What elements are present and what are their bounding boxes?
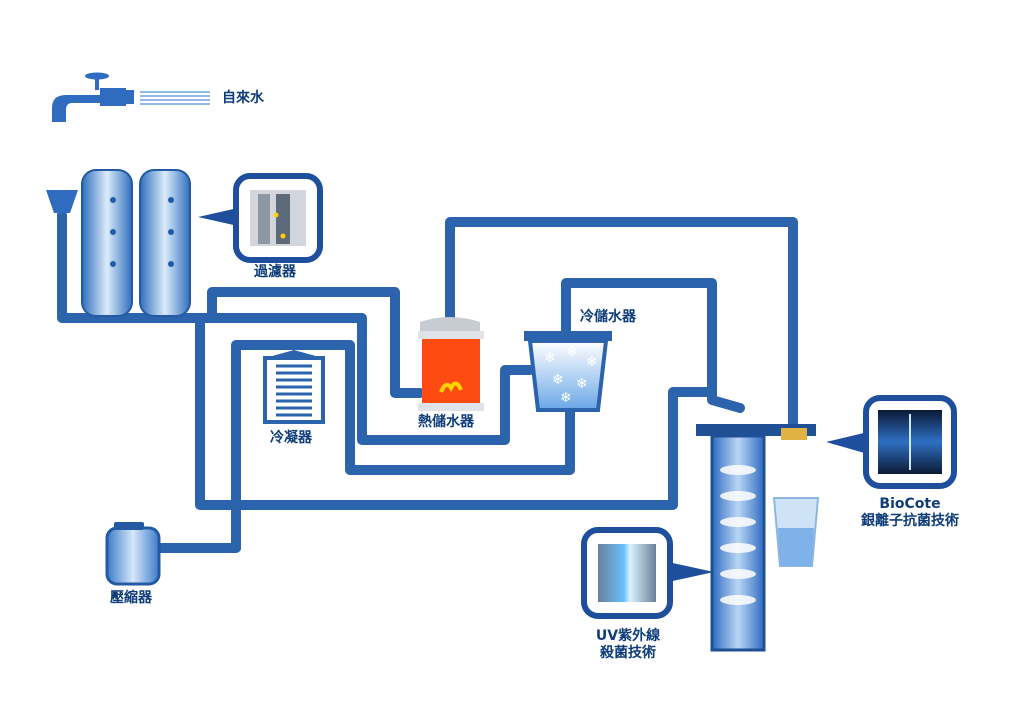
cooling-tank-icon: ❄❄❄ ❄❄❄ xyxy=(524,331,612,412)
pipe-cold-to-outlet xyxy=(561,278,745,413)
uv-label-line2: 殺菌技術 xyxy=(600,645,656,661)
svg-text:❄: ❄ xyxy=(544,350,556,366)
pipe-filter-to-cold xyxy=(207,313,535,445)
uv-label-line1: UV紫外線 xyxy=(595,628,661,644)
condenser-icon xyxy=(263,350,325,424)
filter-label: 過濾器 xyxy=(254,264,296,280)
uv-callout xyxy=(581,527,714,619)
svg-text:❄: ❄ xyxy=(576,376,588,392)
pipe-hot-to-outlet xyxy=(445,217,798,433)
svg-text:❄: ❄ xyxy=(552,372,564,388)
svg-text:❄: ❄ xyxy=(586,354,598,370)
compressor-icon xyxy=(105,522,161,586)
uv-sterilizer-icon xyxy=(696,424,816,652)
pipe-inlet xyxy=(57,210,195,323)
pipe-condenser-loop xyxy=(231,340,575,553)
biocote-label-line1: BioCote xyxy=(879,496,941,512)
condenser-label: 冷凝器 xyxy=(270,430,312,446)
tap-water-label: 自來水 xyxy=(222,90,264,106)
faucet-icon xyxy=(52,72,210,122)
uv-label: UV紫外線 殺菌技術 xyxy=(588,628,668,662)
water-glass-icon xyxy=(772,497,820,567)
pipe-network xyxy=(57,210,798,553)
filter-tanks-icon xyxy=(46,169,191,317)
filter-callout xyxy=(198,173,323,263)
biocote-label: BioCote 銀離子抗菌技術 xyxy=(846,496,974,530)
biocote-label-line2: 銀離子抗菌技術 xyxy=(861,513,959,529)
svg-text:❄: ❄ xyxy=(566,344,578,360)
pipe-outer-loop xyxy=(195,313,715,510)
cold-tank-label: 冷儲水器 xyxy=(580,309,636,325)
biocote-callout xyxy=(826,395,957,489)
compressor-label: 壓縮器 xyxy=(110,590,152,606)
svg-text:❄: ❄ xyxy=(560,390,572,406)
hot-tank-label: 熱儲水器 xyxy=(418,414,474,430)
heater-tank-icon xyxy=(418,317,484,411)
